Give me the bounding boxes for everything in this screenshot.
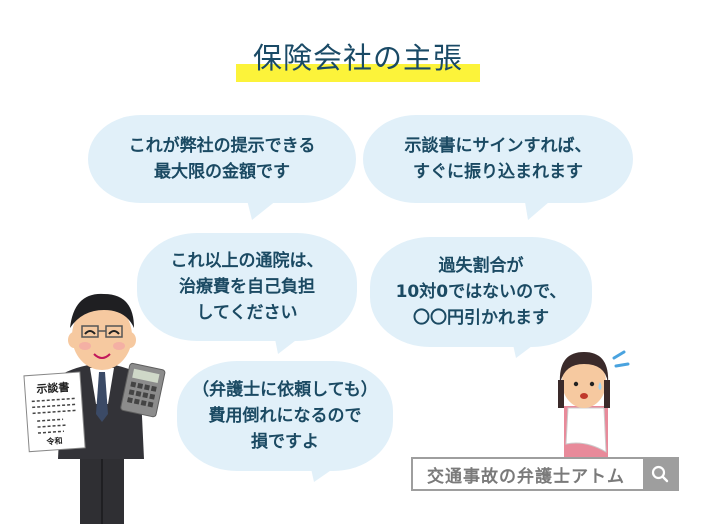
search-icon: [651, 465, 669, 483]
bubble-line: 損ですよ: [250, 432, 319, 452]
bubble-line: 10対0ではないので、: [395, 282, 567, 302]
bubble-line: 最大限の金額です: [153, 162, 290, 182]
title-highlight: [236, 64, 480, 82]
page-title: 保険会社の主張: [252, 41, 463, 75]
bubble-line: これが弊社の提示できる: [128, 136, 316, 156]
search-input[interactable]: 交通事故の弁護士アトム: [427, 466, 625, 487]
speech-bubble-sign-settlement: 示談書にサインすれば、すぐに振り込まれます: [363, 115, 633, 203]
search-button[interactable]: [643, 459, 677, 489]
bubble-tail: [310, 464, 340, 482]
bubble-line: 費用倒れになるので: [208, 406, 362, 426]
speech-bubble-fault-ratio: 過失割合が 10対0ではないので、〇〇円引かれます: [370, 237, 592, 347]
injured-woman-illustration: [558, 350, 630, 458]
bubble-line: （弁護士に依頼しても）: [192, 380, 378, 400]
bubble-line: 過失割合が: [438, 256, 524, 276]
bubble-tail: [246, 196, 282, 220]
insurance-agent-illustration: 示談書 令和: [23, 293, 166, 524]
bubble-line: 治療費を自己負担: [179, 277, 315, 297]
bubble-line: すぐに振り込まれます: [413, 162, 583, 182]
bubble-tail: [274, 334, 304, 354]
search-box[interactable]: 交通事故の弁護士アトム: [411, 457, 679, 491]
bubble-tail: [512, 340, 540, 358]
speech-bubble-self-pay-treatment: これ以上の通院は、治療費を自己負担してください: [137, 233, 357, 341]
speech-bubble-cost-loss: （弁護士に依頼しても） 費用倒れになるので損ですよ: [177, 361, 393, 471]
page-title-block: 保険会社の主張: [236, 38, 480, 84]
bubble-line: これ以上の通院は、: [170, 251, 324, 271]
svg-text:令和: 令和: [45, 435, 63, 446]
bubble-line: してください: [196, 303, 298, 323]
bubble-line: 示談書にサインすれば、: [404, 136, 592, 156]
bubble-line: 〇〇円引かれます: [413, 308, 549, 328]
svg-text:示談書: 示談書: [35, 380, 70, 396]
bubble-tail: [524, 196, 556, 220]
speech-bubble-max-amount: これが弊社の提示できる最大限の金額です: [88, 115, 356, 203]
